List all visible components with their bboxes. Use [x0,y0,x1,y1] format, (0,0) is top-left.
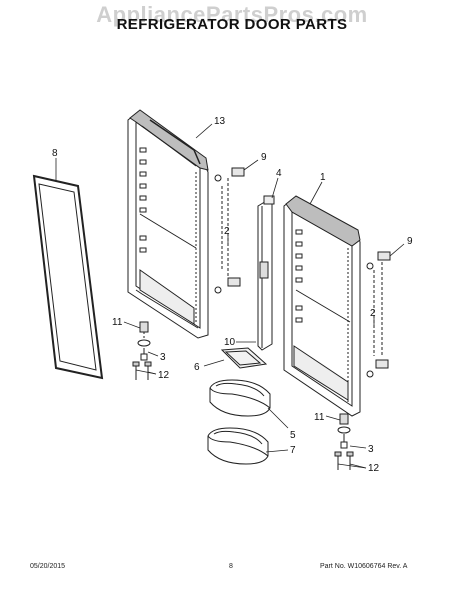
callout-10: 10 [224,337,236,348]
door-bin-part-5 [209,379,271,417]
center-mullion-part-10 [257,195,275,351]
right-hinge-parts [366,251,391,378]
callout-11-right: 11 [314,412,325,423]
callout-11-left: 11 [112,317,123,328]
callout-3-right: 3 [368,444,374,455]
callout-5: 5 [290,430,296,441]
callout-2-left: 2 [224,226,230,237]
callout-8: 8 [52,148,58,159]
footer-page-number: 8 [229,563,233,570]
callout-9-right: 9 [407,236,413,247]
leader-lines [55,123,405,469]
callout-6: 6 [194,362,200,373]
callout-2-right: 2 [370,308,376,319]
callout-13: 13 [214,116,226,127]
watermark: AppliancePartsPros.com [96,2,368,27]
left-hinge-parts [214,167,245,294]
callout-7: 7 [290,445,296,456]
door-bin-part-7 [207,427,269,465]
page-title: REFRIGERATOR DOOR PARTS [116,16,348,33]
door-gasket-part-8 [32,174,104,380]
callout-3-left: 3 [160,352,166,363]
footer-part-info: Part No. W10606764 Rev. A [320,563,408,570]
callout-4: 4 [276,168,282,179]
small-bin-part-6 [220,347,268,369]
callout-12-right: 12 [368,463,380,474]
callout-1: 1 [320,172,326,183]
right-door-assembly [283,195,361,417]
callout-12-left: 12 [158,370,170,381]
right-lower-hinge-hardware [334,413,354,470]
footer-date: 05/20/2015 [30,563,66,570]
left-lower-hinge-hardware [132,321,152,380]
callout-9-left: 9 [261,152,267,163]
left-door-assembly [127,109,209,339]
